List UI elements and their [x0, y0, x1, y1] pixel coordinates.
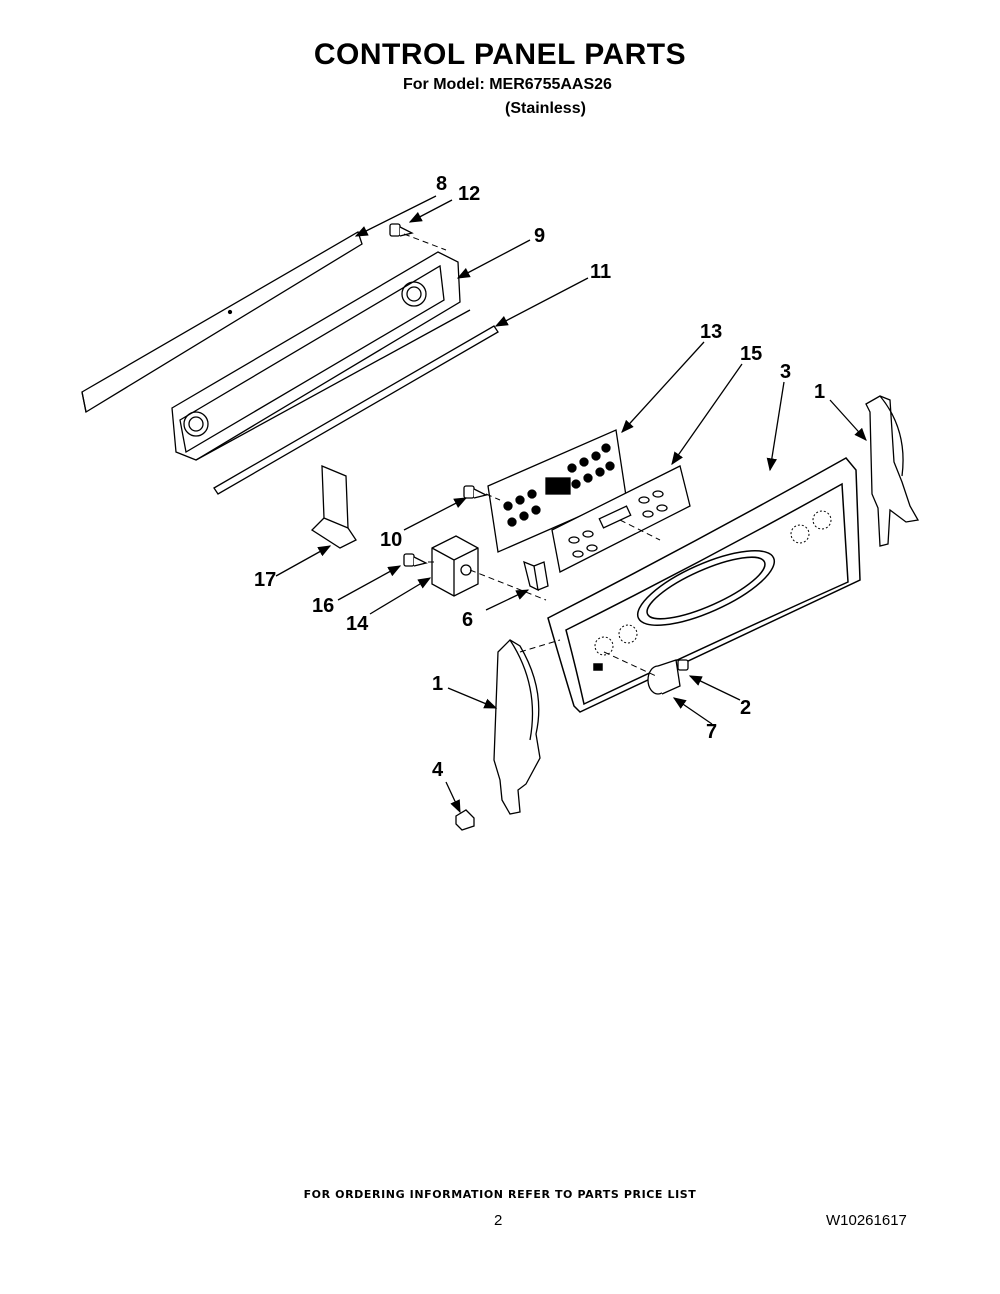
callout-10: 10 [380, 529, 402, 551]
part-3-console-panel [547, 457, 861, 713]
part-9-control-housing [171, 251, 471, 461]
callout-1-left: 1 [432, 673, 443, 695]
callout-14: 14 [346, 613, 369, 635]
part-1-left-end-cap [493, 639, 541, 815]
ordering-note: FOR ORDERING INFORMATION REFER TO PARTS … [303, 1188, 697, 1201]
callout-12: 12 [458, 183, 480, 205]
part-1-right-end-cap [865, 395, 920, 547]
callout-7: 7 [706, 721, 717, 743]
part-6-wire-clip [523, 560, 549, 592]
callout-17: 17 [254, 569, 276, 591]
callout-6: 6 [462, 609, 473, 631]
callout-1-right: 1 [814, 381, 825, 403]
part-10-screw [463, 485, 488, 499]
part-13-control-board [487, 429, 627, 553]
part-15-overlay [551, 465, 691, 573]
part-7-knob [647, 659, 681, 695]
callout-labels: 8 12 9 11 13 15 3 1 10 17 16 14 6 1 2 7 … [254, 173, 825, 781]
model-variant: (Stainless) [505, 100, 586, 117]
part-11-bracket-strip [213, 325, 499, 495]
part-17-bracket [310, 465, 357, 549]
callout-13: 13 [700, 321, 722, 343]
callout-8: 8 [436, 173, 447, 195]
callout-3: 3 [780, 361, 791, 383]
assembly-dashed-lines [403, 233, 661, 677]
callout-11: 11 [590, 261, 611, 283]
callout-2: 2 [740, 697, 751, 719]
leader-arrows [275, 195, 867, 814]
callout-4: 4 [432, 759, 444, 781]
part-2-screw [677, 659, 689, 671]
callout-15: 15 [740, 343, 762, 365]
model-line: For Model: MER6755AAS26 [403, 76, 612, 93]
part-8-rear-shield [81, 231, 363, 414]
part-12-screw [389, 223, 414, 237]
document-number: W10261617 [826, 1212, 907, 1229]
part-14-switch [431, 535, 479, 597]
part-4-screw [455, 809, 475, 831]
callout-16: 16 [312, 595, 334, 617]
part-16-screw [403, 553, 428, 567]
callout-9: 9 [534, 225, 545, 247]
page-title: CONTROL PANEL PARTS [313, 38, 687, 71]
page-number: 2 [494, 1212, 503, 1229]
